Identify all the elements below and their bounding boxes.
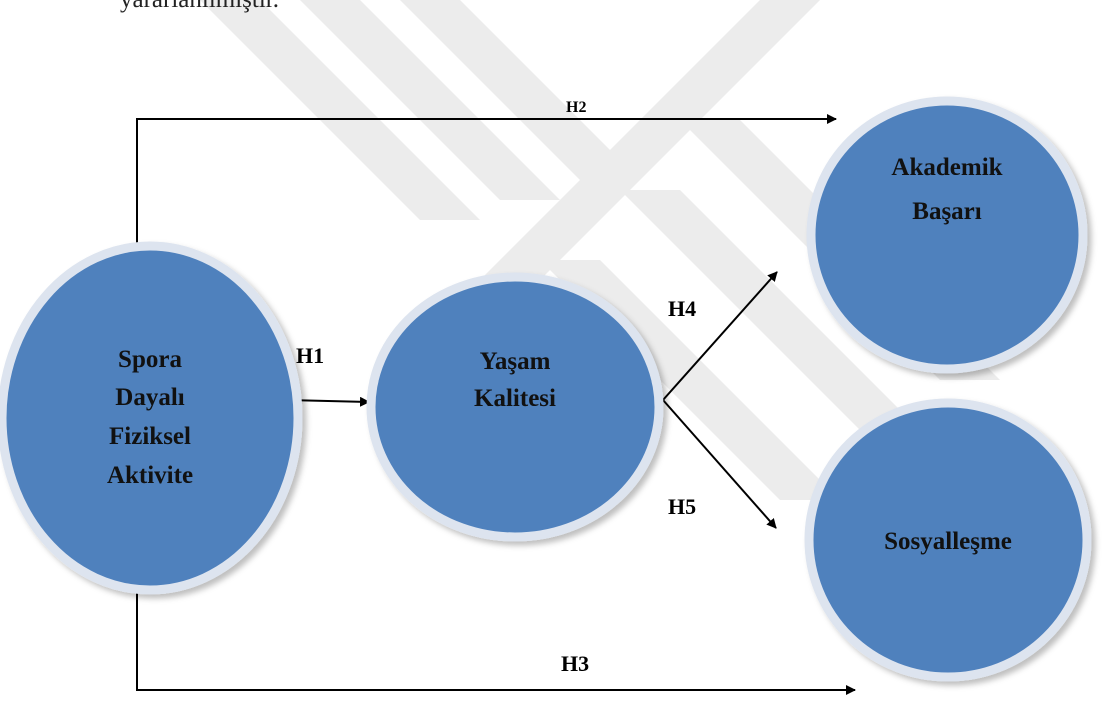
node-sosyal-circle [804,398,1092,682]
node-akademik-circle [806,96,1088,374]
node-spora-line-4: Aktivite [106,461,194,489]
node-akademik-label: Akademik Başarı [862,140,1032,240]
arrow-h2 [136,114,837,248]
header-text: yararlanılmıştır. [120,0,279,14]
edge-label-h4: H4 [668,296,697,321]
node-spora-label: Spora Dayalı Fiziksel Aktivite [60,318,240,518]
node-yasam-line-2: Kalitesi [474,385,556,412]
edge-label-h1: H1 [296,343,325,368]
edge-label-h3: H3 [561,651,590,676]
arrow-h4 [662,271,778,401]
node-akademik-line-2: Başarı [912,198,982,225]
node-sosyal-line-1: Sosyalleşme [884,528,1012,556]
edge-label-h5: H5 [668,494,697,519]
node-yasam-circle [366,272,664,542]
node-spora-circle [0,241,303,595]
node-akademik-line-1: Akademik [891,154,1003,182]
node-spora-line-3: Fiziksel [109,423,191,450]
node-yasam-line-1: Yaşam [479,347,551,375]
edge-label-h2: H2 [566,99,587,116]
node-yasam-label: Yaşam Kalitesi [430,330,600,430]
node-spora-line-1: Spora [118,345,182,373]
arrow-h5 [662,399,777,529]
arrow-h3 [136,586,856,695]
node-spora-line-2: Dayalı [115,384,185,412]
node-sosyal-label: Sosyalleşme [848,520,1048,564]
